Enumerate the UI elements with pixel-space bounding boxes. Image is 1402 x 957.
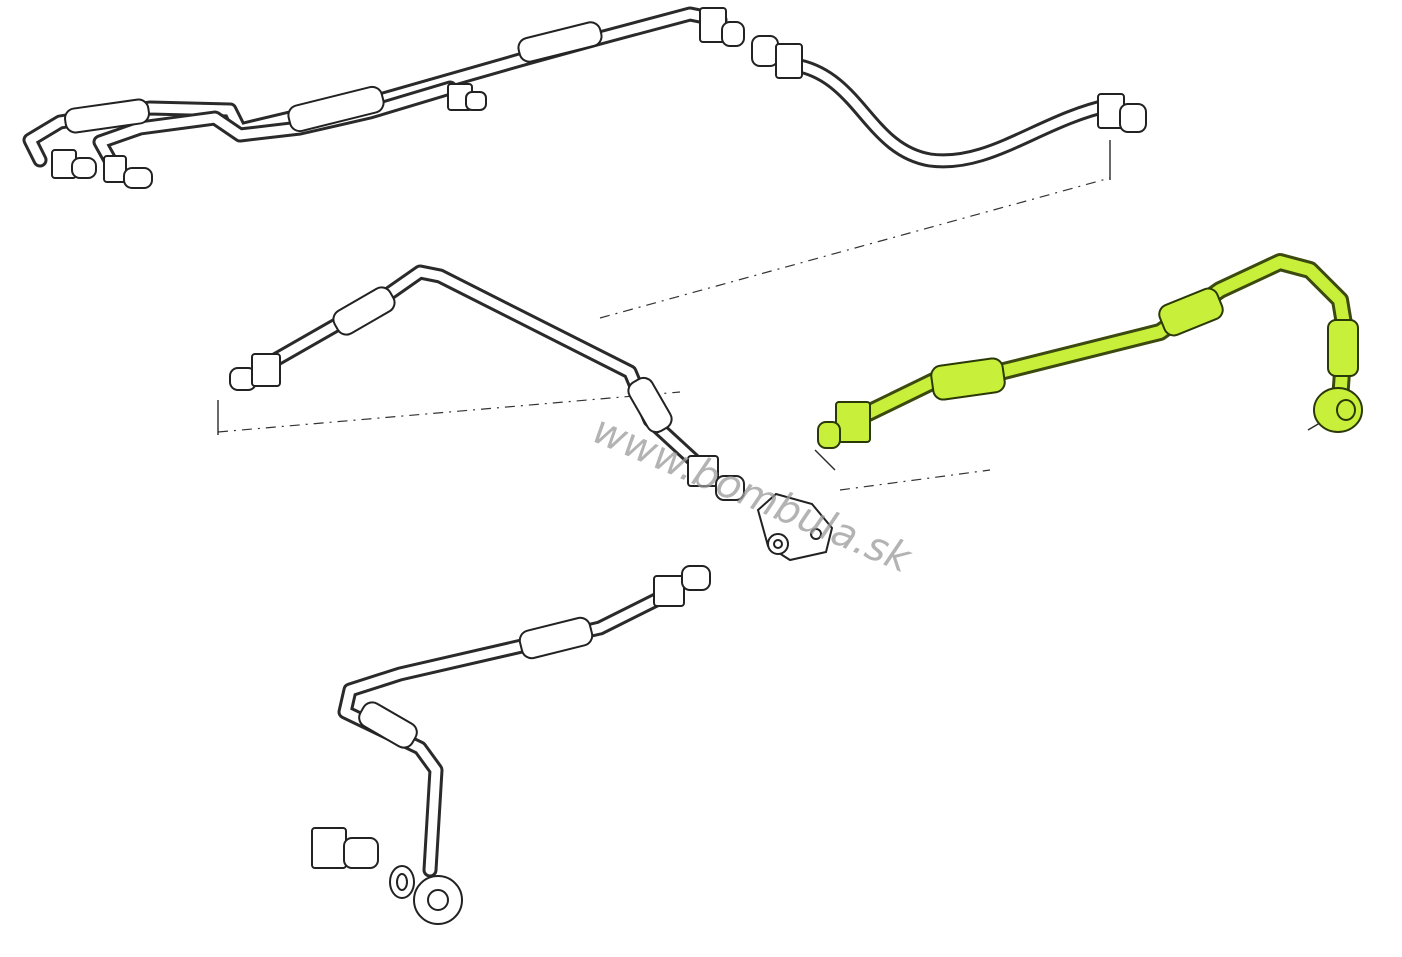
hose-banjo-end bbox=[1313, 387, 1363, 433]
banjo-bolt bbox=[311, 827, 379, 869]
brake-hose-right-highlighted[interactable] bbox=[817, 253, 1363, 449]
top-right-hose-fitting-left bbox=[751, 35, 803, 79]
bottom-pipe-sleeve bbox=[518, 616, 594, 660]
top-pipe-fitting-left bbox=[51, 149, 97, 179]
hose-sleeve-3 bbox=[1327, 319, 1359, 377]
middle-brake-pipe[interactable] bbox=[229, 264, 745, 501]
top-right-hose-fitting-right bbox=[1097, 93, 1147, 133]
middle-pipe-sleeve bbox=[332, 286, 396, 336]
middle-pipe-fitting-right bbox=[687, 455, 745, 501]
top-brake-pipe[interactable] bbox=[22, 6, 745, 189]
hose-sleeve-1 bbox=[930, 357, 1006, 401]
hose-sleeve-2 bbox=[1158, 287, 1224, 337]
hose-end-fitting bbox=[817, 401, 871, 449]
top-pipe-sleeve-3 bbox=[64, 98, 150, 134]
bottom-pipe-fitting bbox=[653, 565, 711, 607]
middle-pipe-fitting-left bbox=[229, 353, 281, 391]
top-right-brake-hose[interactable] bbox=[751, 35, 1147, 169]
brake-distribution-block[interactable] bbox=[756, 492, 834, 562]
top-pipe-sleeve bbox=[287, 85, 385, 133]
top-pipe-sleeve-2 bbox=[517, 21, 603, 63]
middle-pipe-sleeve-2 bbox=[627, 376, 673, 434]
top-pipe-fitting-middle bbox=[103, 155, 153, 189]
bottom-pipe-banjo bbox=[413, 875, 463, 925]
top-pipe-fitting-center bbox=[447, 83, 487, 111]
bottom-brake-pipe[interactable] bbox=[311, 565, 711, 925]
reference-lines bbox=[217, 140, 1326, 491]
bottom-pipe-sleeve-2 bbox=[358, 701, 418, 749]
top-pipe-fitting-right bbox=[699, 7, 745, 47]
sealing-washer bbox=[389, 865, 415, 899]
